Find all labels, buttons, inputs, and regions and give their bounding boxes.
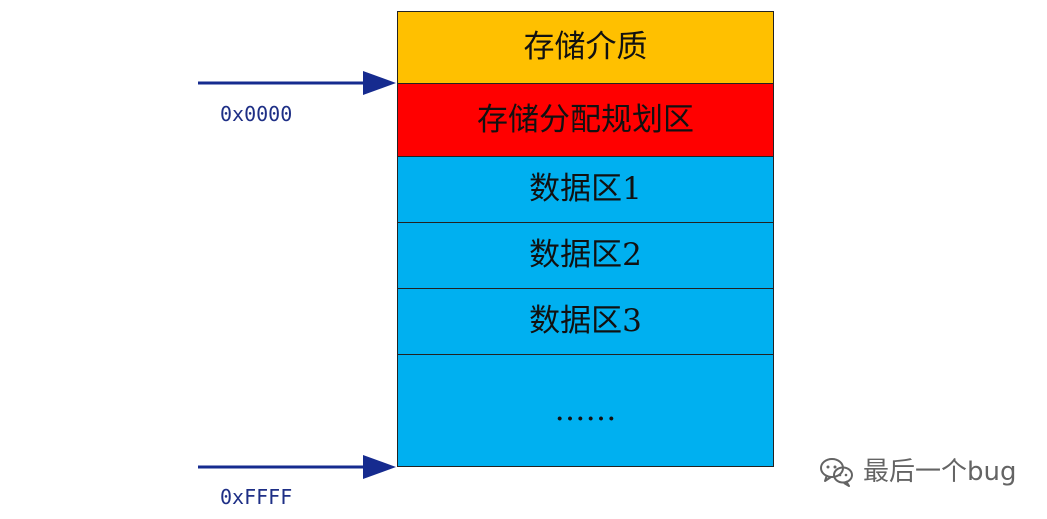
ellipsis-label: …… <box>554 392 617 428</box>
data-area-1-block: 数据区1 <box>397 156 774 223</box>
watermark: 最后一个bug <box>817 453 1027 491</box>
data-area-3-label: 数据区3 <box>529 303 642 339</box>
start-address-arrow <box>198 71 396 95</box>
wechat-icon <box>820 458 853 487</box>
watermark-text: 最后一个bug <box>863 457 1017 487</box>
data-area-2-block: 数据区2 <box>397 222 774 289</box>
allocation-planning-label: 存储分配规划区 <box>477 101 694 138</box>
storage-medium-block: 存储介质 <box>397 11 774 84</box>
data-area-1-label: 数据区1 <box>529 171 642 207</box>
data-area-2-label: 数据区2 <box>529 237 642 273</box>
end-address-label: 0xFFFF <box>220 485 293 509</box>
allocation-planning-block: 存储分配规划区 <box>397 83 774 157</box>
end-address-arrow <box>198 455 396 479</box>
storage-medium-label: 存储介质 <box>523 29 648 65</box>
ellipsis-block: …… <box>397 354 774 467</box>
data-area-3-block: 数据区3 <box>397 288 774 355</box>
start-address-label: 0x0000 <box>220 102 293 126</box>
